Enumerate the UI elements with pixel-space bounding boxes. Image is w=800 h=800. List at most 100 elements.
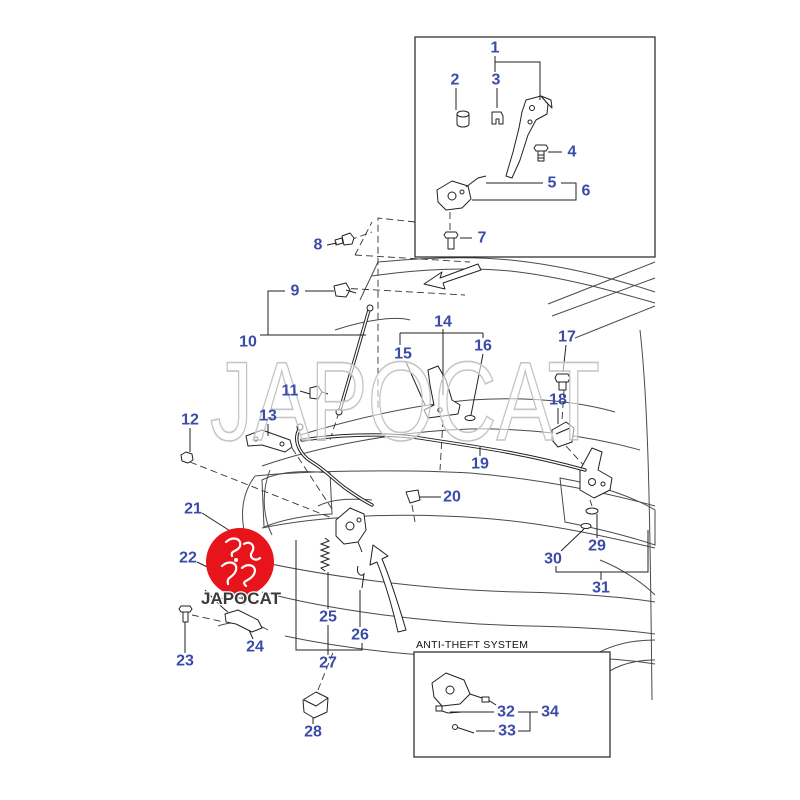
anti-theft-pointer-arrow: [369, 544, 407, 633]
hood-raised-side-edge: [359, 261, 379, 301]
logo-figure-stroke: [240, 564, 256, 588]
callout-24: 24: [246, 639, 264, 656]
bolt-shank: [182, 611, 189, 623]
windshield-line: [547, 261, 656, 305]
callout-29: 29: [588, 538, 606, 555]
cushion-top: [456, 110, 470, 118]
latch-striker: [465, 175, 487, 188]
part-13-bracket: [245, 429, 293, 453]
windshield-line: [551, 277, 656, 317]
logo-figure-stroke: [224, 537, 242, 558]
rod-inner: [339, 309, 370, 411]
callout-2: 2: [451, 72, 460, 89]
dashed-line: [354, 254, 471, 263]
nut-body: [180, 451, 194, 464]
callout-26: 26: [351, 627, 369, 644]
callout-19: 19: [471, 456, 489, 473]
screw-shank: [455, 726, 475, 734]
callout-12: 12: [181, 412, 199, 429]
cushion-body: [456, 114, 470, 128]
part-1-hinge: [505, 95, 553, 179]
cable-end-loop: [296, 423, 304, 431]
callout-32: 32: [497, 704, 515, 721]
clip-body: [491, 111, 504, 125]
bracket-14-15-16: [399, 329, 484, 395]
switch-body: [435, 705, 443, 712]
bracket-25-26-27: [295, 540, 363, 655]
callout-8: 8: [314, 237, 323, 254]
logo-figure-stroke: [220, 561, 238, 586]
callout-7: 7: [478, 230, 487, 247]
dashed-line: [354, 221, 373, 256]
callout-labels: 1 2 3 4 5 6 7 8 9 10 11 12 13 14 15 16 1…: [176, 40, 610, 741]
dashed-line: [377, 217, 416, 410]
assembly-dashed-lines: [189, 217, 593, 691]
logo-figure-stroke: [242, 541, 262, 561]
hood-open-arrow: [423, 263, 482, 290]
engine-bay-edge: [261, 428, 641, 467]
callout-34: 34: [541, 704, 559, 721]
callout-23: 23: [176, 653, 194, 670]
bumper-mid-line: [261, 591, 656, 635]
callout-20: 20: [443, 489, 461, 506]
dashed-line: [191, 614, 225, 623]
right-body-edge: [639, 329, 653, 701]
callout-4: 4: [568, 144, 577, 161]
leader-11: [299, 390, 311, 395]
callout-1: 1: [491, 40, 500, 57]
bolt-head: [443, 231, 459, 239]
bolt-shank: [537, 150, 545, 162]
dashed-line: [561, 389, 565, 421]
part-9-clip: [333, 282, 357, 298]
latch-pivot: [445, 685, 455, 695]
clip-body: [333, 282, 351, 298]
rod-end-top: [366, 304, 374, 312]
leader-15: [405, 361, 426, 406]
lock-pivot: [600, 481, 606, 487]
part-8-bolt: [334, 232, 355, 246]
lever-body: [224, 609, 263, 633]
dashed-line: [411, 504, 416, 523]
bolt-head: [554, 373, 571, 383]
hook-wire: [357, 565, 365, 589]
part-23-bolt: [178, 605, 193, 623]
spring-coil: [319, 537, 331, 572]
callout-6: 6: [582, 183, 591, 200]
callout-22: 22: [179, 550, 197, 567]
anti-theft-title: ANTI-THEFT SYSTEM: [416, 639, 528, 651]
logo-red-circle: [206, 528, 274, 596]
lock-pivot: [356, 517, 362, 523]
hood-raised-inner-edge: [371, 268, 656, 304]
leader-lines: [184, 56, 649, 732]
part-20-clip: [405, 489, 421, 504]
leader-16: [470, 353, 484, 416]
callout-9: 9: [291, 283, 300, 300]
clip-body: [405, 489, 421, 504]
bolt-head: [341, 232, 355, 246]
anti-theft-system-detail: ANTI-THEFT SYSTEM: [413, 639, 611, 758]
handle-edge: [303, 697, 329, 707]
rod-end-bottom: [335, 408, 343, 416]
bolt-shank: [334, 237, 344, 246]
bracket-5-6: [472, 182, 577, 201]
cushion-ridge: [555, 427, 571, 435]
part-7-bolt: [443, 231, 459, 250]
dashed-line: [439, 419, 444, 471]
part-4-bolt: [533, 144, 549, 162]
callout-21: 21: [184, 501, 202, 518]
callout-16: 16: [474, 338, 492, 355]
bolt-thread: [538, 154, 544, 159]
lock-lever: [357, 541, 363, 553]
lever-cable: [204, 589, 229, 613]
callout-14: 14: [434, 314, 452, 331]
lock-pivot: [345, 521, 355, 531]
leader-1: [494, 56, 541, 100]
part-33-screw: [452, 724, 475, 734]
part-10-hood-support-rod: [335, 304, 374, 416]
grommet-body: [309, 385, 323, 400]
callout-28: 28: [304, 724, 322, 741]
handle-body: [302, 691, 329, 719]
hood-lock-assembly: [335, 507, 367, 553]
logo-figure-dot: [234, 558, 238, 562]
